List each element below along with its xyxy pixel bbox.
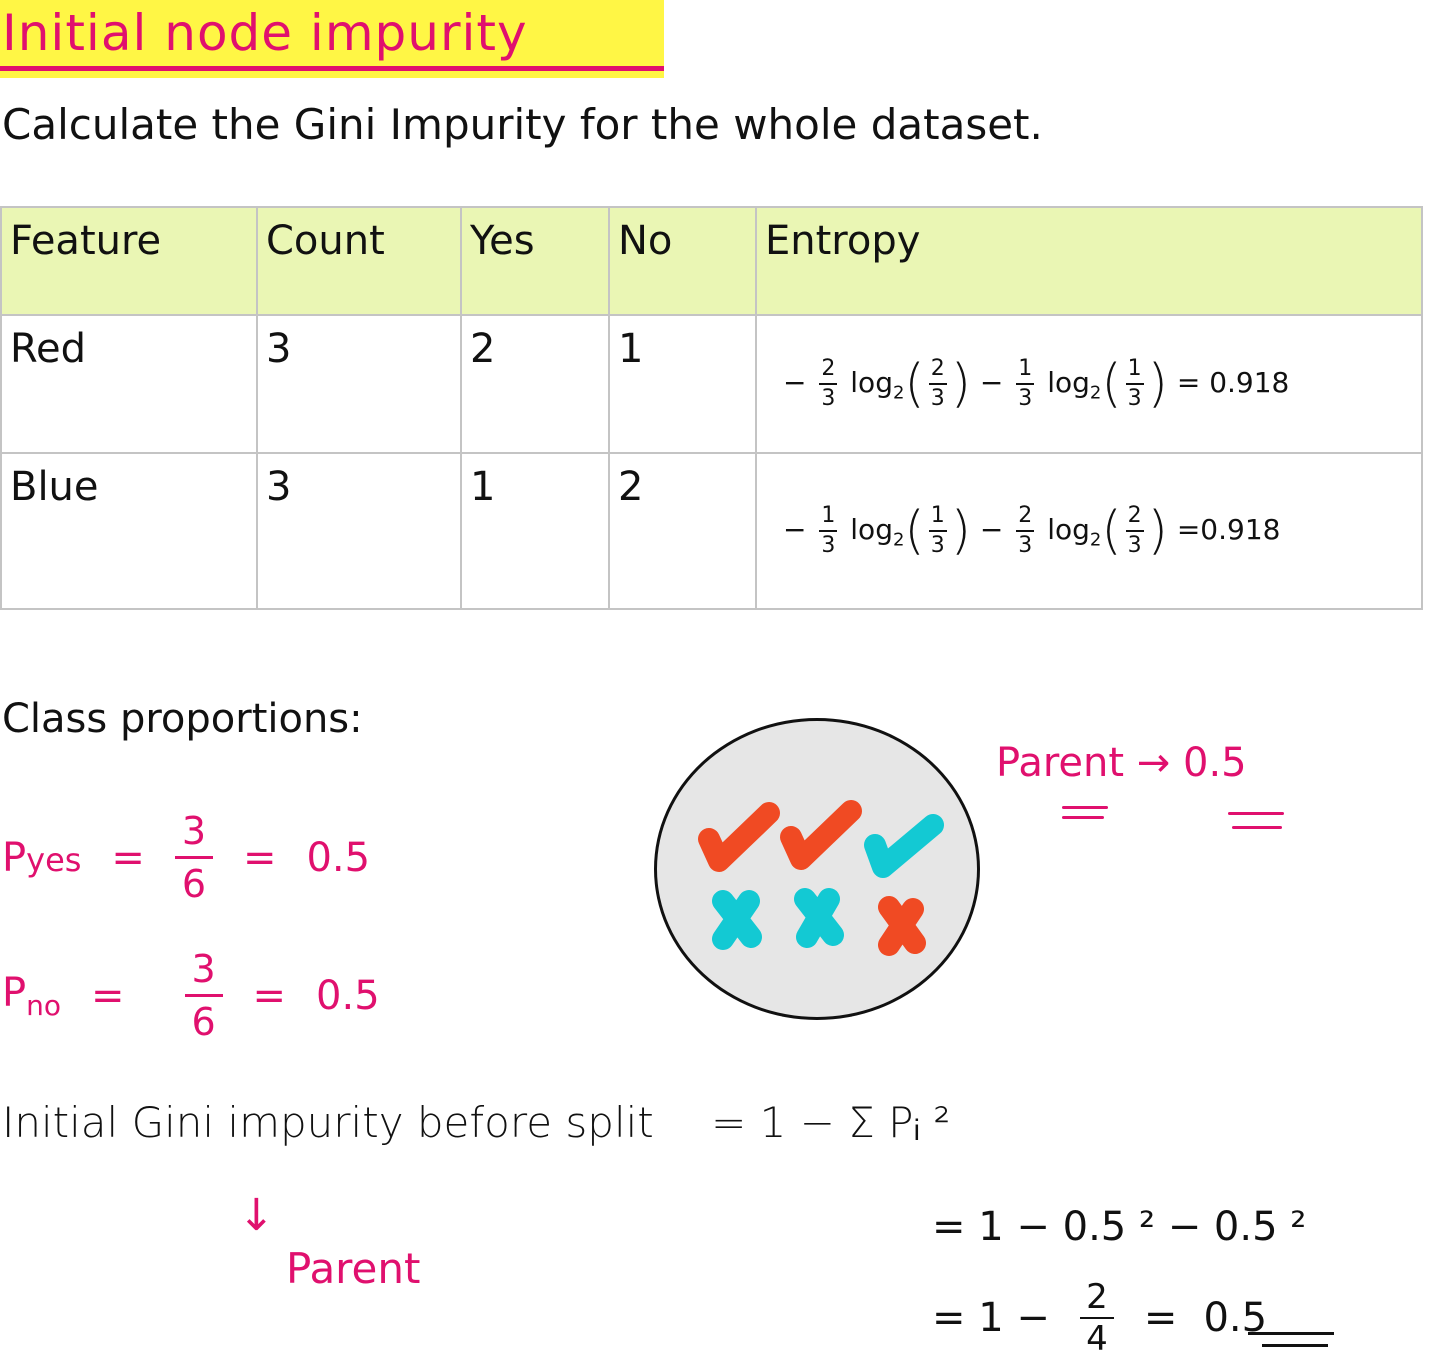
subtitle: Calculate the Gini Impurity for the whol… <box>2 100 1043 149</box>
cell-no: 2 <box>608 452 757 610</box>
underline <box>1262 1344 1328 1347</box>
parent-annotation-value: 0.5 <box>1183 740 1247 786</box>
gini-formula: = 1 − Σ Pᵢ ² <box>711 1098 951 1147</box>
cell-no: 1 <box>608 314 757 454</box>
title-highlight <box>0 0 664 78</box>
underline <box>1228 812 1284 815</box>
col-header-no: No <box>608 206 757 316</box>
cell-yes: 2 <box>460 314 610 454</box>
check-icon <box>864 814 944 878</box>
arrow-down-icon: ↓ <box>238 1190 275 1241</box>
underline <box>1062 806 1108 809</box>
check-icon <box>780 800 862 870</box>
proportions-heading: Class proportions: <box>2 696 363 742</box>
p-yes-value: 0.5 <box>306 834 371 881</box>
cell-feature: Blue <box>0 452 258 610</box>
gini-statement-line: Initial Gini impurity before split = 1 −… <box>2 1098 951 1147</box>
parent-node-circle <box>654 718 980 1020</box>
page-title: Initial node impurity <box>2 4 528 62</box>
col-header-yes: Yes <box>460 206 610 316</box>
cell-yes: 1 <box>460 452 610 610</box>
cross-icon <box>794 888 844 948</box>
col-header-entropy: Entropy <box>755 206 1423 316</box>
check-icon <box>698 802 780 872</box>
underline <box>1232 826 1282 829</box>
col-header-feature: Feature <box>0 206 258 316</box>
col-header-count: Count <box>256 206 462 316</box>
parent-label: Parent <box>286 1244 421 1293</box>
title-underline <box>0 66 664 71</box>
gini-step-1: = 1 − 0.5 ² − 0.5 ² <box>932 1204 1307 1250</box>
cross-icon <box>712 890 762 950</box>
cross-icon <box>878 896 926 956</box>
cell-feature: Red <box>0 314 258 454</box>
parent-annotation: Parent → 0.5 <box>996 740 1247 786</box>
cell-count: 3 <box>256 452 462 610</box>
underline <box>1062 816 1104 819</box>
class-marks <box>698 800 944 956</box>
p-no-value: 0.5 <box>316 972 380 1019</box>
entropy-result: =0.918 <box>1176 513 1281 546</box>
table-header-row: Feature Count Yes No Entropy <box>0 206 1423 316</box>
cell-count: 3 <box>256 314 462 454</box>
entropy-result: = 0.918 <box>1176 366 1290 399</box>
underline <box>1248 1332 1334 1335</box>
entropy-table: Feature Count Yes No Entropy Red 3 2 1 −… <box>0 206 1423 610</box>
